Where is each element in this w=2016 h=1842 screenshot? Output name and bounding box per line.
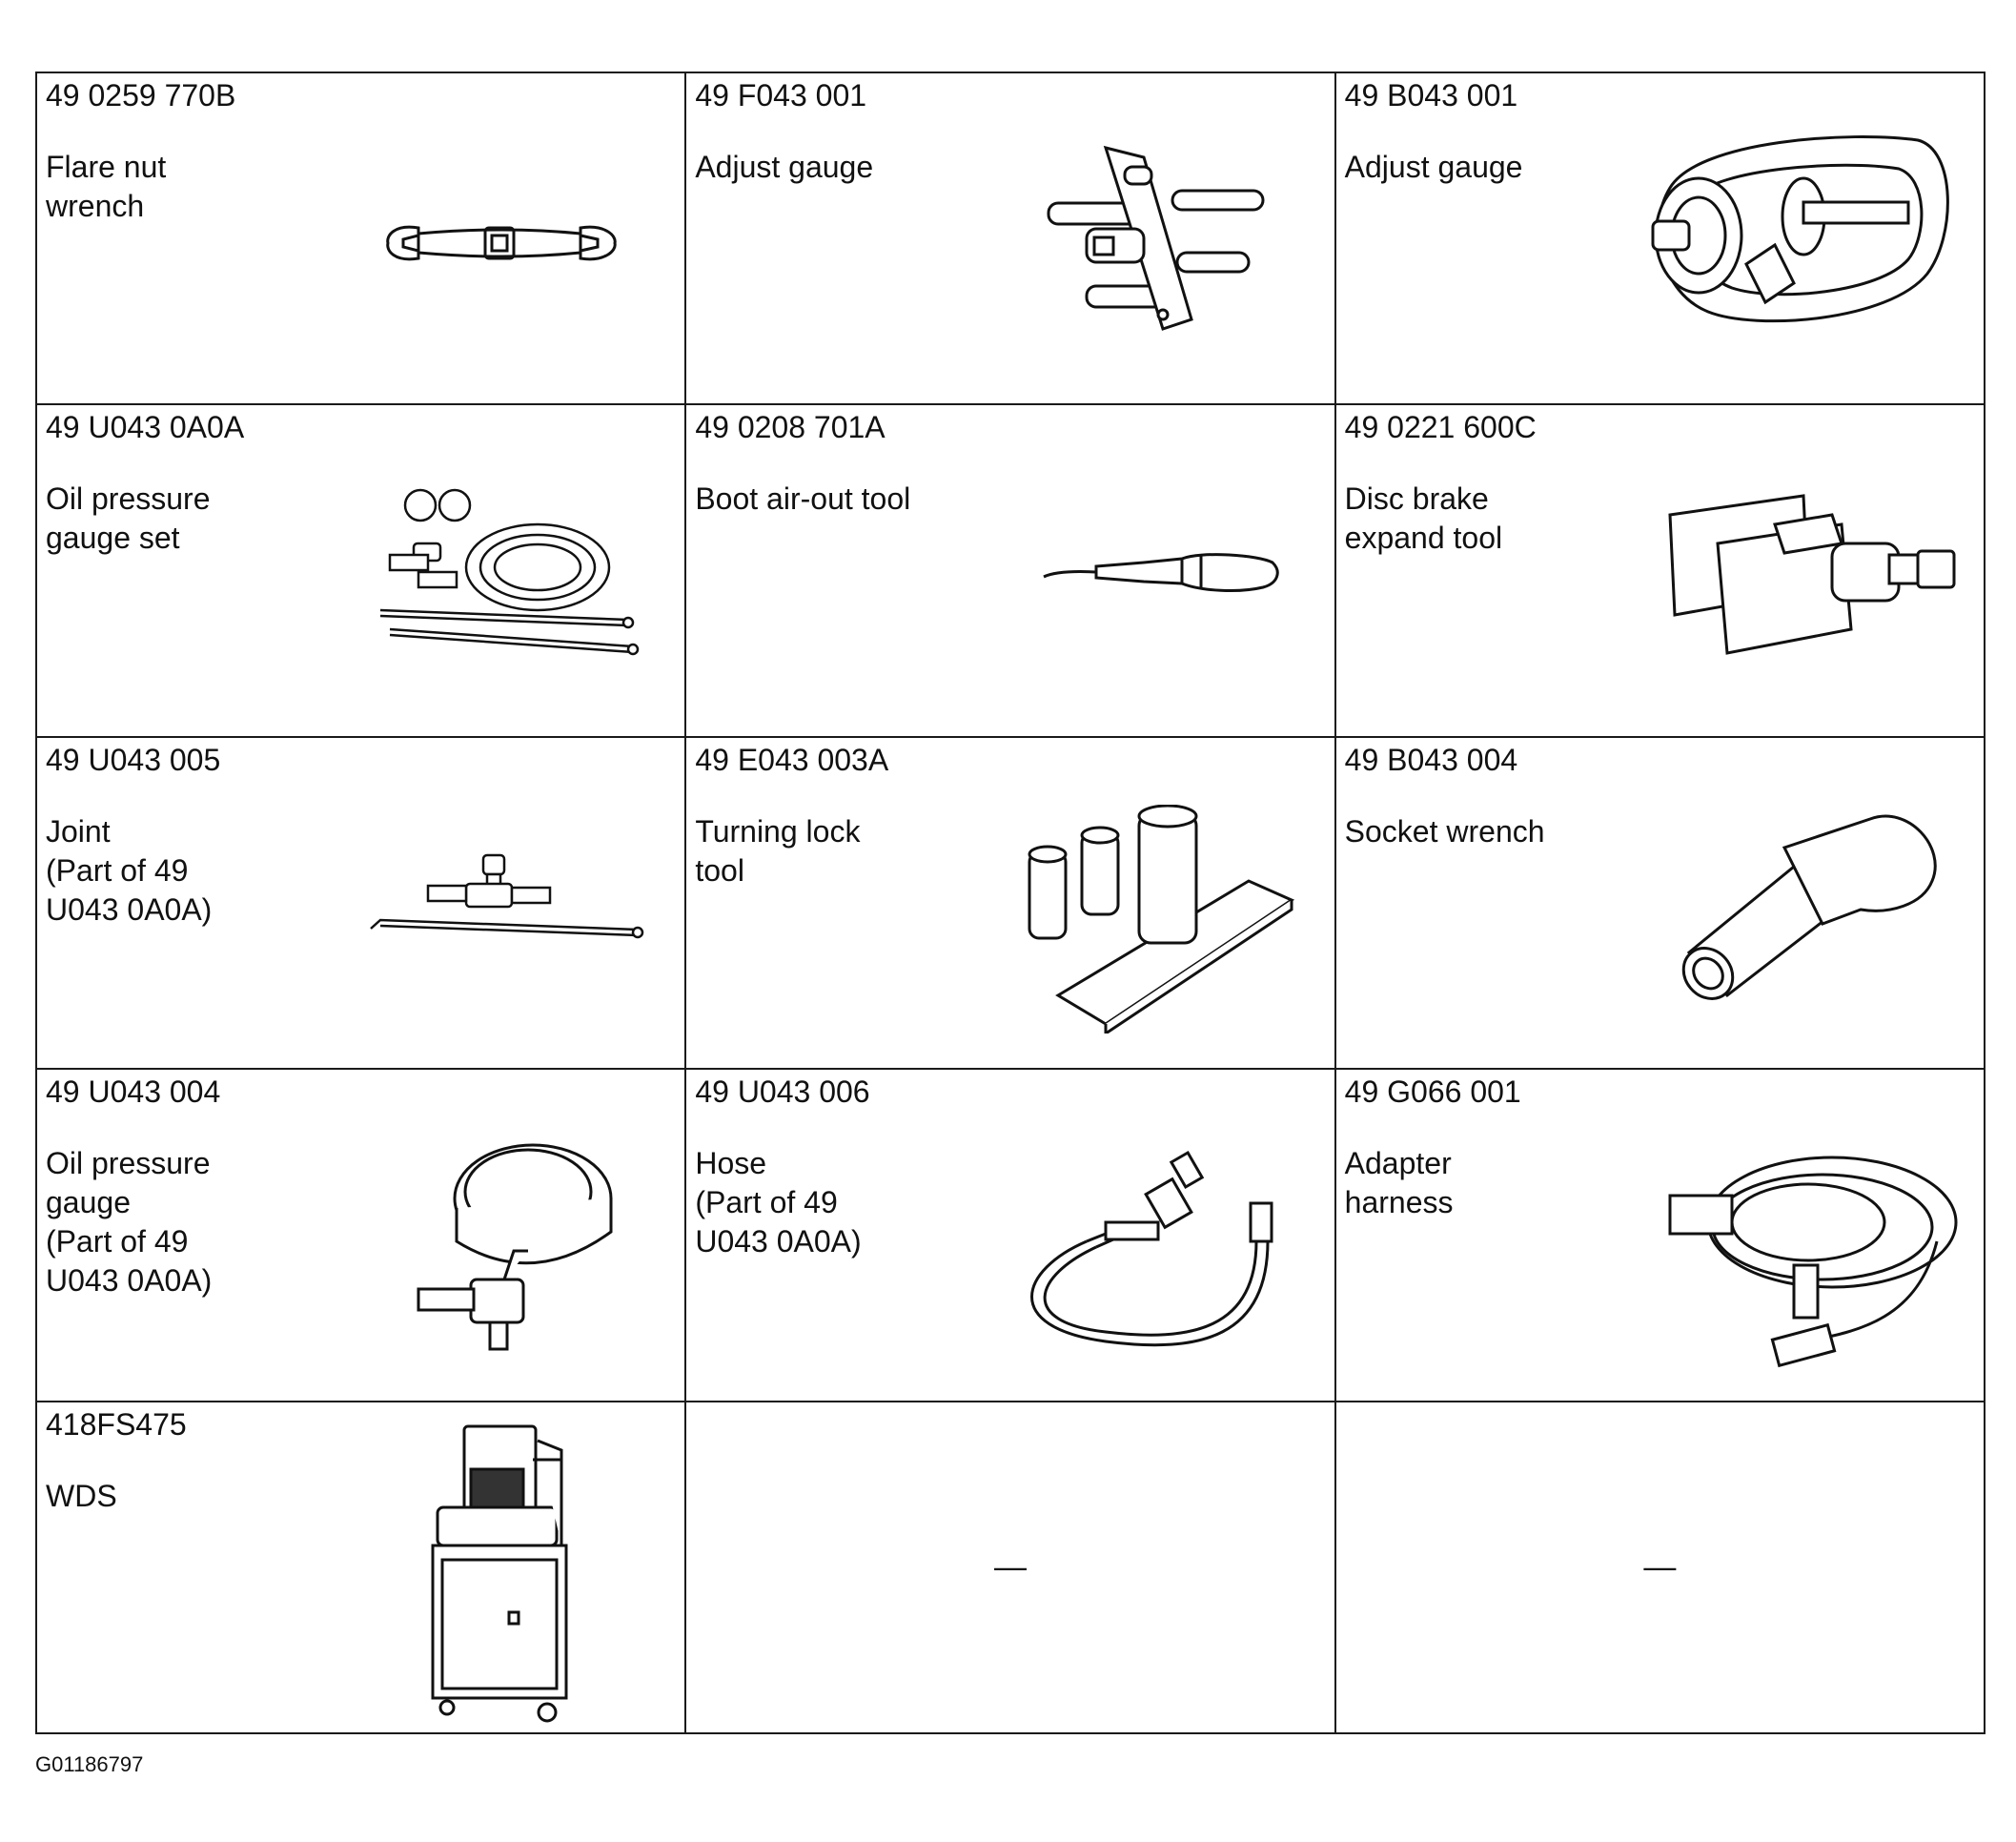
tool-code: 49 U043 0A0A xyxy=(46,410,245,445)
tool-name: Oil pressure gauge set xyxy=(46,481,211,556)
tool-code: 49 0259 770B xyxy=(46,78,236,113)
hose-icon xyxy=(1010,1127,1306,1356)
tool-name: Turning lock tool xyxy=(695,813,861,888)
table-row: 49 U043 004 Oil pressure gauge (Part of … xyxy=(34,1068,1986,1402)
tool-name: Adapter harness xyxy=(1344,1146,1454,1220)
tool-cell: — xyxy=(684,1400,1336,1734)
table-row: 418FS475 WDS — — xyxy=(34,1400,1986,1734)
tool-name: Hose (Part of 49 U043 0A0A) xyxy=(695,1146,862,1259)
disc-brake-expand-tool-icon xyxy=(1651,486,1965,677)
tool-cell: 49 0221 600C Disc brake expand tool xyxy=(1334,403,1986,738)
empty-dash: — xyxy=(993,1548,1027,1586)
tool-name: Joint (Part of 49 U043 0A0A) xyxy=(46,813,213,927)
tool-code: 49 B043 001 xyxy=(1344,78,1518,113)
tool-name: Adjust gauge xyxy=(695,150,874,184)
tool-cell: — xyxy=(1334,1400,1986,1734)
tool-name: Boot air-out tool xyxy=(695,481,911,517)
flare-nut-wrench-icon xyxy=(380,207,628,283)
tool-name: Flare nut wrench xyxy=(46,150,167,223)
joint-icon xyxy=(361,848,647,952)
tool-cell: 49 0259 770B Flare nut wrench xyxy=(34,71,687,406)
tool-name: Disc brake expand tool xyxy=(1344,481,1503,556)
tool-code: 49 0208 701A xyxy=(695,410,886,445)
socket-wrench-icon xyxy=(1680,809,1946,1000)
tool-cell: 49 G066 001 Adapter harness xyxy=(1334,1068,1986,1402)
table-row: 49 U043 0A0A Oil pressure gauge set xyxy=(34,403,1986,738)
tool-code: 49 U043 005 xyxy=(46,742,221,777)
tool-code: 49 E043 003A xyxy=(695,742,889,777)
tool-code: 49 U043 004 xyxy=(46,1074,221,1110)
wds-cart-icon xyxy=(418,1422,580,1731)
tool-cell: 49 B043 001 Adjust gauge xyxy=(1334,71,1986,406)
tool-code: 49 B043 004 xyxy=(1344,742,1518,777)
tool-name: Oil pressure gauge (Part of 49 U043 0A0A… xyxy=(46,1146,213,1299)
tool-cell: 49 U043 004 Oil pressure gauge (Part of … xyxy=(34,1068,687,1402)
tool-code: 49 U043 006 xyxy=(695,1074,870,1110)
adapter-harness-icon xyxy=(1651,1127,1965,1384)
tool-code: 49 G066 001 xyxy=(1344,1074,1521,1110)
boot-air-out-tool-icon xyxy=(1039,534,1287,610)
adjust-gauge-plate-icon xyxy=(1029,138,1277,348)
tool-code: 418FS475 xyxy=(46,1406,187,1442)
tool-name: Adjust gauge xyxy=(1344,150,1523,184)
tool-cell: 49 U043 0A0A Oil pressure gauge set xyxy=(34,403,687,738)
tool-cell: 418FS475 WDS xyxy=(34,1400,687,1734)
turning-lock-tool-icon xyxy=(1020,805,1306,1034)
tool-code: 49 F043 001 xyxy=(695,78,867,113)
tool-name: WDS xyxy=(46,1478,117,1513)
adjust-gauge-housing-icon xyxy=(1641,121,1965,350)
tool-name: Socket wrench xyxy=(1344,813,1545,849)
tool-cell: 49 E043 003A Turning lock tool xyxy=(684,735,1336,1071)
tool-code: 49 0221 600C xyxy=(1344,410,1537,445)
figure-id: G01186797 xyxy=(35,1752,144,1776)
empty-dash: — xyxy=(1643,1548,1677,1586)
special-tools-table: 49 0259 770B Flare nut wrench 49 F043 00… xyxy=(34,71,1986,1734)
table-row: 49 0259 770B Flare nut wrench 49 F043 00… xyxy=(34,71,1986,406)
tool-cell: 49 U043 006 Hose (Part of 49 U043 0A0A) xyxy=(684,1068,1336,1402)
tool-cell: 49 0208 701A Boot air-out tool xyxy=(684,403,1336,738)
oil-pressure-gauge-icon xyxy=(399,1136,638,1356)
tool-cell: 49 U043 005 Joint (Part of 49 U043 0A0A) xyxy=(34,735,687,1071)
table-row: 49 U043 005 Joint (Part of 49 U043 0A0A)… xyxy=(34,735,1986,1071)
oil-pressure-gauge-set-icon xyxy=(361,477,647,667)
tool-cell: 49 B043 004 Socket wrench xyxy=(1334,735,1986,1071)
tool-cell: 49 F043 001 Adjust gauge xyxy=(684,71,1336,406)
